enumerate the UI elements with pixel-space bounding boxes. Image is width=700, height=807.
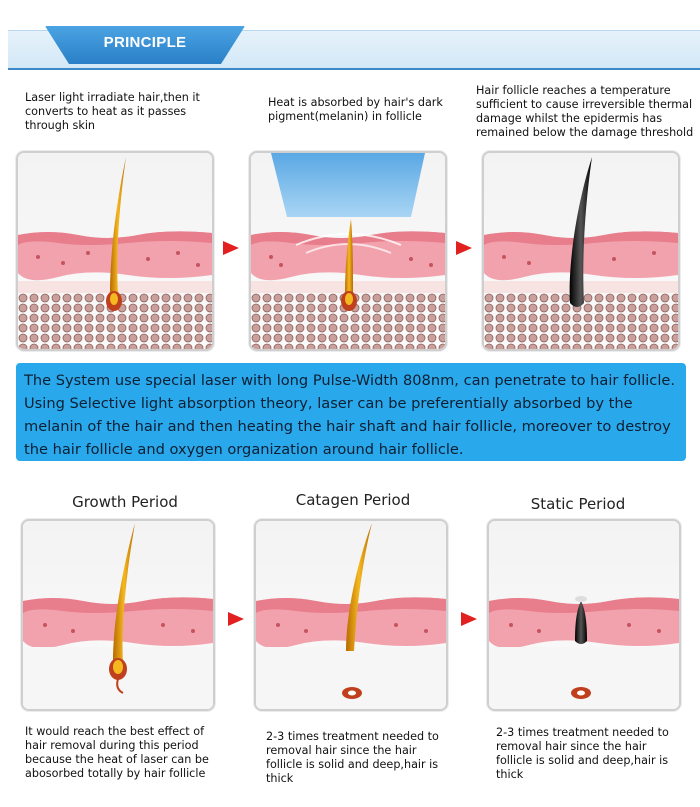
arrow-right-icon	[228, 612, 244, 626]
skin-diagram-catagen-period	[254, 519, 448, 711]
description-box: The System use special laser with long P…	[16, 363, 686, 461]
caption-thermal-damage: Hair follicle reaches a temperature suff…	[476, 84, 694, 139]
caption-growth-period: It would reach the best effect of hair r…	[25, 725, 209, 780]
period-title-catagen: Catagen Period	[295, 491, 411, 509]
caption-heat-absorbed: Heat is absorbed by hair's dark pigment(…	[268, 96, 443, 123]
description-text: The System use special laser with long P…	[24, 372, 675, 458]
arrow-right-icon	[461, 612, 477, 626]
caption-catagen-period: 2-3 times treatment needed to removal ha…	[266, 730, 439, 785]
skin-diagram-growth-period	[21, 519, 215, 711]
header-tab	[45, 26, 245, 64]
period-title-static: Static Period	[530, 495, 626, 513]
arrow-right-icon	[223, 241, 239, 255]
caption-static-period: 2-3 times treatment needed to removal ha…	[496, 726, 669, 781]
skin-diagram-static-period	[487, 519, 681, 711]
skin-diagram-heat-absorbed	[249, 151, 447, 351]
skin-diagram-thermal-damage	[482, 151, 680, 351]
arrow-right-icon	[456, 241, 472, 255]
period-title-growth: Growth Period	[72, 493, 178, 511]
skin-diagram-laser-irradiate	[16, 151, 214, 351]
caption-laser-irradiate: Laser light irradiate hair,then it conve…	[25, 91, 200, 132]
page-title: PRINCIPLE	[103, 34, 187, 51]
